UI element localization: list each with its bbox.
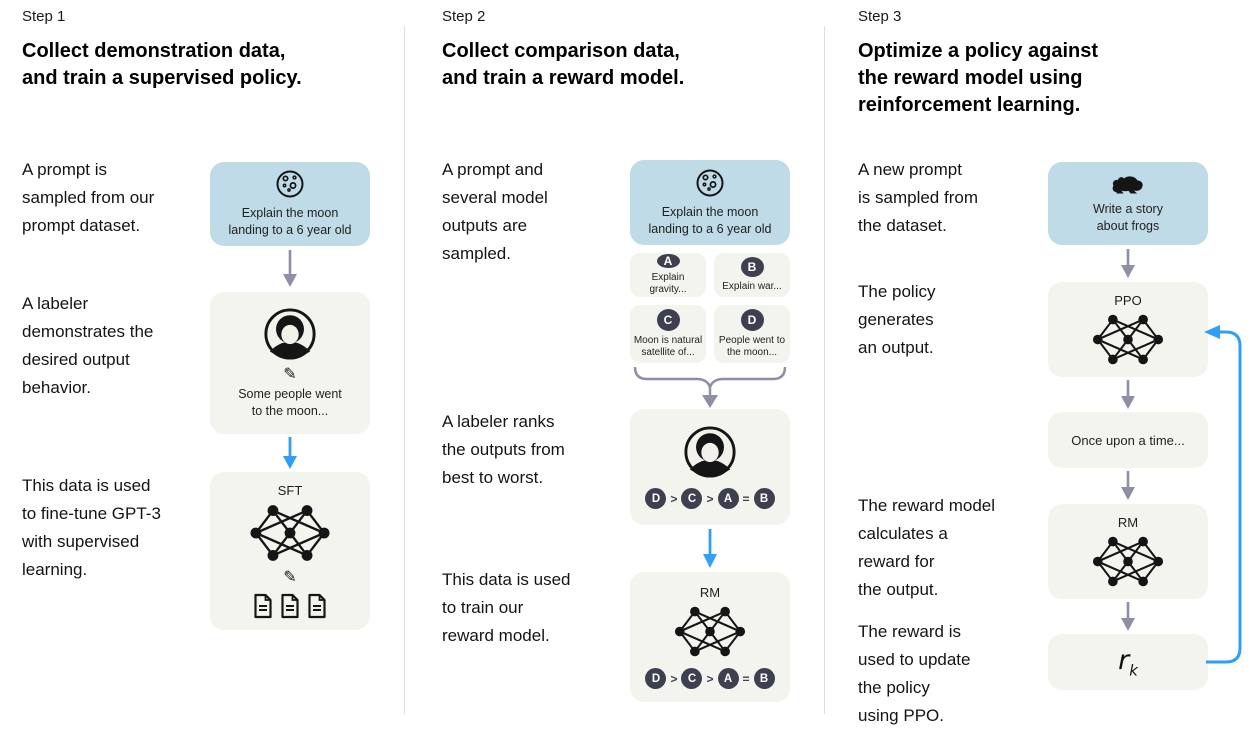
- rm-label: RM: [1117, 514, 1139, 530]
- step1-caption-finetune: This data is used to fine-tune GPT-3 wit…: [22, 476, 161, 579]
- column-divider-1: [404, 26, 405, 714]
- arrow-down-blue-icon: [703, 529, 717, 568]
- step2-caption-sampled: A prompt and several model outputs are s…: [442, 160, 548, 263]
- step3-rm-box: RM: [1048, 504, 1208, 599]
- output-badge-c: C: [656, 309, 680, 331]
- ranking-row: D > C > A = B: [645, 488, 775, 509]
- rank-badge: A: [717, 488, 739, 509]
- moon-icon: [275, 169, 305, 199]
- step2-caption-train: This data is used to train our reward mo…: [442, 570, 571, 645]
- step1-caption-labeler: A labeler demonstrates the desired outpu…: [22, 294, 154, 397]
- arrow-down-icon: [283, 250, 297, 287]
- labeler-icon: [683, 425, 737, 479]
- arrow-down-icon: [1121, 471, 1135, 500]
- document-icon: [253, 593, 273, 619]
- rank-separator: =: [742, 491, 750, 506]
- document-icon: [280, 593, 300, 619]
- step3-reward-box: rk: [1048, 634, 1208, 690]
- document-icon: [307, 593, 327, 619]
- rank-separator: >: [670, 671, 678, 686]
- step2-label: Step 2: [442, 8, 486, 25]
- arrow-down-icon: [1121, 249, 1135, 278]
- output-text-d: People went to the moon...: [718, 335, 786, 358]
- rank-separator: >: [670, 491, 678, 506]
- labeler-icon: [263, 307, 317, 361]
- step1-sft-box: SFT ✎: [210, 472, 370, 630]
- rm-label: RM: [699, 585, 721, 600]
- rank-separator: >: [706, 671, 714, 686]
- step3-output-text: Once upon a time...: [1071, 432, 1185, 448]
- documents-icon: [253, 593, 327, 619]
- sft-label: SFT: [277, 483, 303, 498]
- reward-value: rk: [1118, 644, 1138, 680]
- network-icon: [1089, 312, 1167, 367]
- pencil-icon: ✎: [283, 567, 297, 586]
- output-text-b: Explain war...: [722, 281, 782, 292]
- column-divider-2: [824, 26, 825, 714]
- step1-prompt-text: Explain the moon landing to a 6 year old: [228, 206, 352, 237]
- step1-labeler-box: ✎ Some people went to the moon...: [210, 292, 370, 434]
- rank-badge: B: [753, 488, 775, 509]
- step3-caption-prompt: A new prompt is sampled from the dataset…: [858, 160, 978, 235]
- step2-caption-ranks: A labeler ranks the outputs from best to…: [442, 412, 565, 487]
- network-icon: [1089, 534, 1167, 589]
- network-icon: [246, 502, 334, 564]
- output-badge-a: A: [656, 254, 680, 268]
- arrow-down-blue-icon: [283, 437, 297, 469]
- step1-prompt-box: Explain the moon landing to a 6 year old: [210, 162, 370, 246]
- step3-caption-update: The reward is used to update the policy …: [858, 622, 971, 725]
- step2-prompt-box: Explain the moon landing to a 6 year old: [630, 160, 790, 245]
- output-card-d: D People went to the moon...: [714, 305, 790, 363]
- step1-demonstration-text: Some people went to the moon...: [238, 386, 342, 418]
- pencil-icon: ✎: [283, 363, 297, 383]
- step3-title: Optimize a policy against the reward mod…: [858, 40, 1099, 116]
- output-card-c: C Moon is natural satellite of...: [630, 305, 706, 363]
- output-card-b: B Explain war...: [714, 253, 790, 297]
- output-card-a: A Explain gravity...: [630, 253, 706, 297]
- step2-prompt-text: Explain the moon landing to a 6 year old: [648, 204, 772, 236]
- network-icon: [671, 604, 749, 659]
- frog-icon: [1111, 173, 1145, 195]
- step3-caption-reward: The reward model calculates a reward for…: [858, 496, 996, 599]
- step3-prompt-text: Write a story about frogs: [1093, 201, 1163, 233]
- moon-icon: [695, 168, 725, 198]
- rank-badge: C: [681, 488, 703, 509]
- rank-badge: C: [681, 668, 703, 689]
- arrow-down-icon: [1121, 602, 1135, 631]
- rank-badge: D: [645, 668, 667, 689]
- step2-rm-box: RM D > C > A = B: [630, 572, 790, 702]
- step3-label: Step 3: [858, 8, 902, 25]
- output-badge-d: D: [740, 309, 764, 331]
- step1-title: Collect demonstration data, and train a …: [22, 40, 302, 89]
- rank-separator: =: [742, 671, 750, 686]
- ranking-row: D > C > A = B: [645, 668, 775, 689]
- ppo-label: PPO: [1114, 292, 1142, 308]
- rank-badge: B: [753, 668, 775, 689]
- step2-title: Collect comparison data, and train a rew…: [442, 40, 685, 89]
- step3-caption-policy: The policy generates an output.: [858, 282, 936, 357]
- step1-label: Step 1: [22, 8, 66, 25]
- step3-ppo-box: PPO: [1048, 282, 1208, 377]
- output-text-c: Moon is natural satellite of...: [633, 335, 703, 358]
- brace-merge-arrow-icon: [633, 366, 787, 408]
- step1-caption-prompt: A prompt is sampled from our prompt data…: [22, 160, 155, 235]
- rank-separator: >: [706, 491, 714, 506]
- arrow-down-icon: [1121, 380, 1135, 409]
- step3-prompt-box: Write a story about frogs: [1048, 162, 1208, 245]
- rank-badge: A: [717, 668, 739, 689]
- step3-output-box: Once upon a time...: [1048, 412, 1208, 468]
- output-text-a: Explain gravity...: [649, 272, 687, 295]
- step2-labeler-box: D > C > A = B: [630, 409, 790, 525]
- output-badge-b: B: [740, 257, 764, 277]
- feedback-loop-arrow-icon: [1204, 325, 1242, 664]
- rank-badge: D: [645, 488, 667, 509]
